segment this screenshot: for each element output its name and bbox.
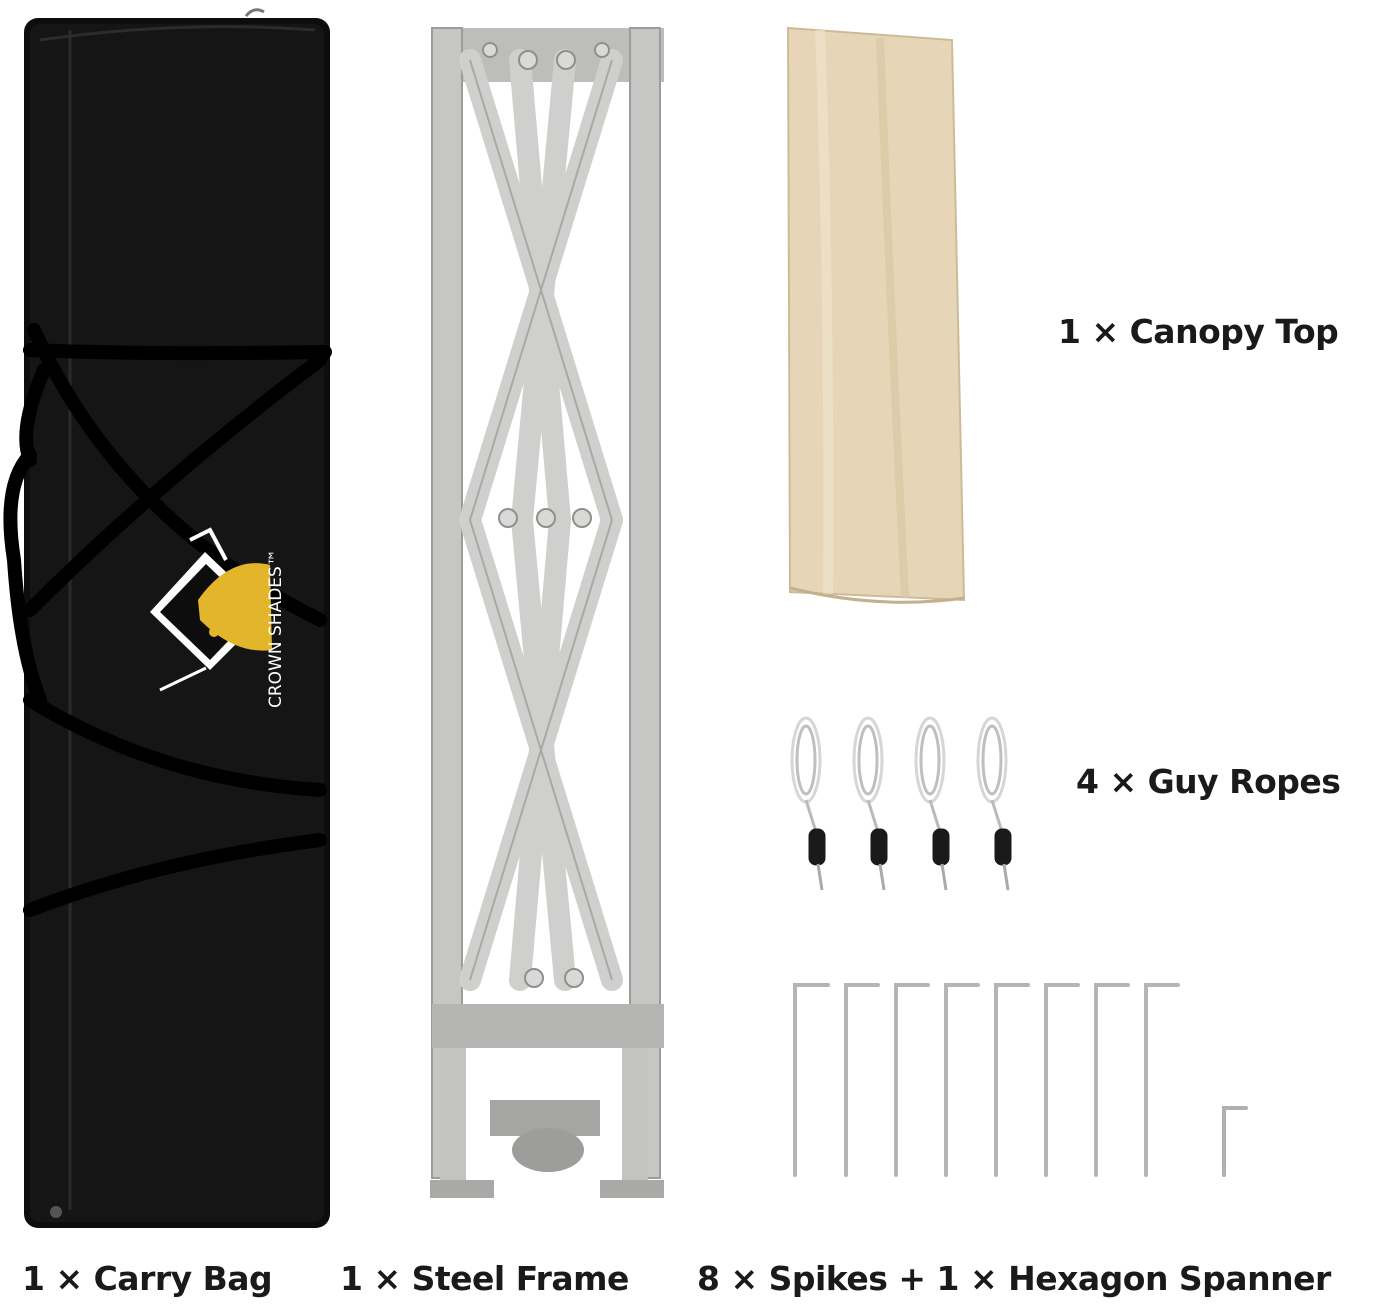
steel-frame — [430, 27, 664, 1198]
brand-trademark: ™ — [266, 549, 286, 567]
guy-rope-4 — [976, 716, 1012, 891]
spike-7 — [1094, 983, 1130, 1177]
guy-ropes-label: 4 × Guy Ropes — [1076, 762, 1341, 801]
steel-frame-label: 1 × Steel Frame — [340, 1259, 629, 1298]
guy-rope-1 — [790, 716, 826, 891]
spike-5 — [994, 983, 1030, 1177]
spike-8 — [1144, 983, 1180, 1177]
brand-name: CROWN SHADES — [266, 566, 286, 708]
spike-3 — [894, 983, 930, 1177]
crown-shades-logo — [150, 527, 272, 692]
spikes — [793, 983, 1180, 1177]
carry-bag-label: 1 × Carry Bag — [22, 1259, 273, 1298]
spikes-spanner-label: 8 × Spikes + 1 × Hexagon Spanner — [697, 1259, 1331, 1298]
hexagon-spanner — [1222, 1106, 1248, 1177]
canopy-top — [786, 26, 966, 604]
canopy-top-label: 1 × Canopy Top — [1058, 312, 1339, 351]
spike-2 — [844, 983, 880, 1177]
spike-1 — [793, 983, 830, 1177]
guy-ropes — [790, 716, 1012, 891]
spike-4 — [944, 983, 980, 1177]
brand-wordmark: CROWN SHADES™ — [264, 549, 288, 708]
guy-rope-2 — [852, 716, 888, 891]
guy-rope-3 — [914, 716, 950, 891]
spike-6 — [1044, 983, 1080, 1177]
